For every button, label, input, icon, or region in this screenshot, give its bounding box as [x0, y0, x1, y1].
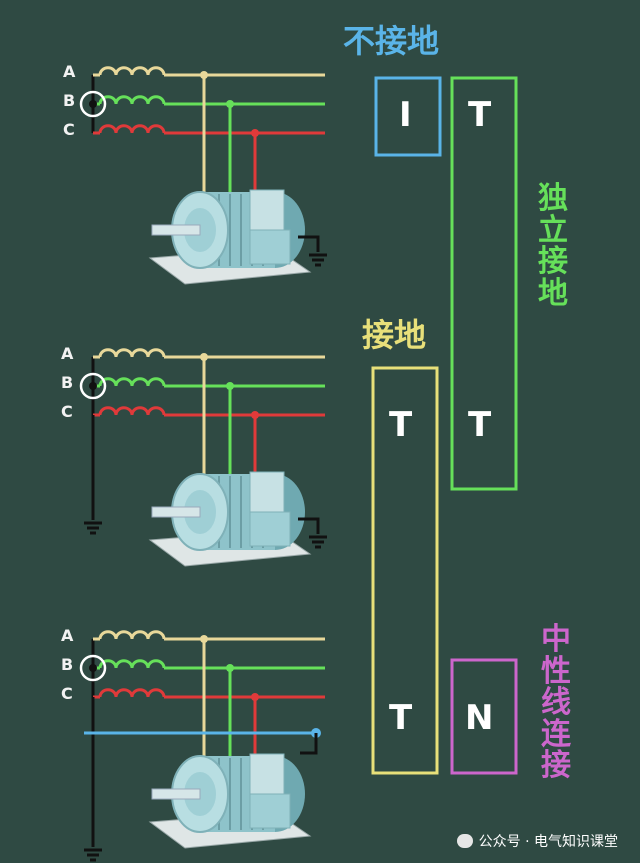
phase-a-coil	[98, 66, 166, 76]
wechat-icon	[456, 834, 473, 848]
phase-label-a: A	[61, 626, 74, 645]
motor-side-box	[249, 511, 291, 547]
neutral-connection-box	[450, 658, 518, 775]
phase-a-coil	[98, 630, 166, 640]
neutral-point-circle	[79, 372, 107, 400]
phase-b-coil	[98, 377, 166, 387]
phase-c-tap	[251, 129, 259, 137]
phase-label-c: C	[63, 120, 75, 139]
phase-label-a: A	[61, 344, 74, 363]
phase-b-coil	[98, 95, 166, 105]
terminal-box	[249, 189, 285, 231]
phase-a-tap	[200, 353, 208, 361]
motor-shaft	[151, 224, 201, 236]
grounded-box	[371, 366, 439, 775]
it-i-box	[374, 76, 442, 157]
phase-b-tap	[226, 382, 234, 390]
neutral-point-circle	[79, 90, 107, 118]
phase-b-coil	[98, 659, 166, 669]
watermark-text: 公众号 · 电气知识课堂	[478, 834, 618, 850]
circuit-1	[79, 348, 327, 567]
neutral-connection-label: 中 性 线 连 接	[538, 624, 574, 782]
frame-neutral-wire	[300, 733, 318, 755]
terminal-box	[249, 471, 285, 513]
phase-c-tap	[251, 693, 259, 701]
neutral-point-circle	[79, 654, 107, 682]
watermark: 公众号 · 电气知识课堂	[456, 831, 618, 851]
phase-b-tap	[226, 664, 234, 672]
frame-earth-wire	[298, 517, 320, 534]
phase-label-b: B	[61, 655, 74, 674]
phase-label-c: C	[61, 402, 73, 421]
independent-ground-char: 地	[538, 275, 568, 311]
phase-a-tap	[200, 71, 208, 79]
phase-label-b: B	[61, 373, 74, 392]
motor-icon	[148, 189, 312, 285]
independent-ground-char: 接	[538, 244, 568, 279]
phase-a-coil	[98, 348, 166, 358]
neutral-connection-char: 连	[541, 716, 571, 752]
motor-side-box	[249, 229, 291, 265]
independent-ground-box	[450, 76, 518, 491]
ungrounded-label: 不接地	[343, 22, 440, 60]
it-second-letter: T	[468, 95, 492, 135]
independent-ground-char: 独	[538, 181, 568, 216]
phase-label-b: B	[63, 91, 76, 110]
frame-earth-wire	[298, 235, 320, 252]
motor-icon	[148, 471, 312, 567]
neutral-connection-char: 接	[541, 748, 571, 783]
tn-second-letter: N	[465, 698, 494, 738]
it-first-letter: I	[399, 95, 412, 135]
phase-label-a: A	[63, 62, 76, 81]
phase-a-tap	[200, 635, 208, 643]
phase-label-c: C	[61, 684, 73, 703]
terminal-box	[249, 753, 285, 795]
tt-first-letter: T	[389, 405, 413, 445]
circuit-0	[79, 66, 327, 285]
independent-ground-char: 立	[538, 212, 568, 248]
neutral-point	[89, 382, 97, 390]
tn-first-letter: T	[389, 698, 413, 738]
tt-second-letter: T	[468, 405, 492, 445]
neutral-connection-char: 中	[541, 622, 571, 657]
phase-c-coil	[98, 124, 166, 134]
neutral-connection-char: 性	[541, 653, 571, 689]
phase-c-tap	[251, 411, 259, 419]
grounded-label: 接地	[362, 316, 427, 354]
motor-shaft	[151, 788, 201, 800]
motor-icon	[148, 753, 312, 849]
phase-c-coil	[98, 406, 166, 416]
phase-b-tap	[226, 100, 234, 108]
circuit-2	[79, 630, 325, 862]
independent-ground-label: 独 立 接 地	[535, 183, 571, 309]
motor-shaft	[151, 506, 201, 518]
phase-c-coil	[98, 688, 166, 698]
neutral-connection-char: 线	[541, 685, 571, 720]
neutral-point	[89, 664, 97, 672]
neutral-point	[89, 100, 97, 108]
motor-side-box	[249, 793, 291, 829]
